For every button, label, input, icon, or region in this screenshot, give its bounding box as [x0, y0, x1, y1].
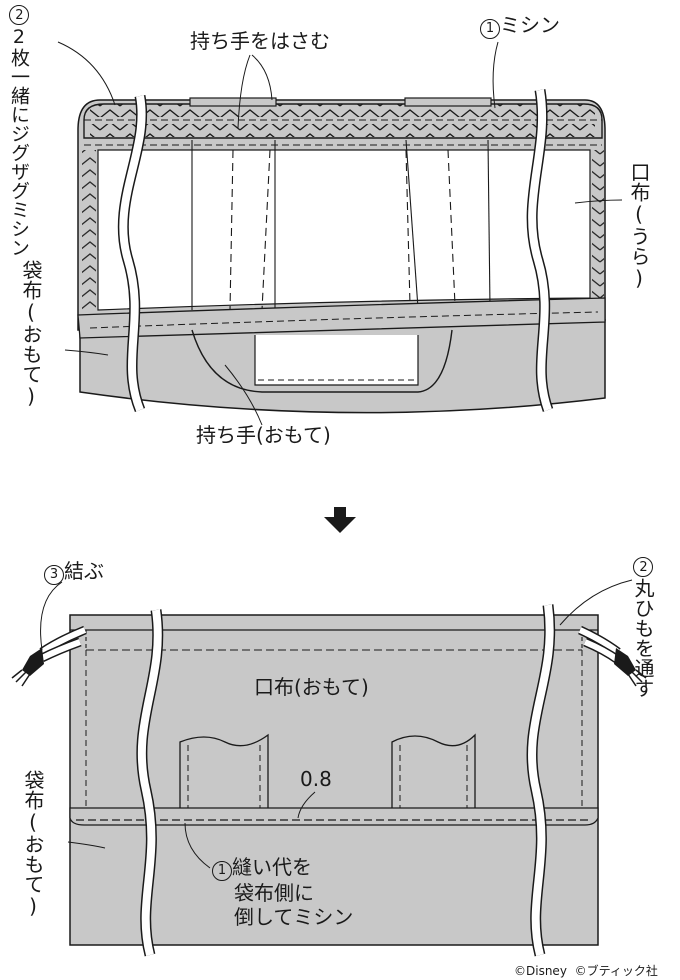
label-bag-fabric-bottom: 袋布(おもて) [21, 770, 45, 918]
label-lining-back: 口布(うら) [627, 162, 651, 290]
label-step2-cord: 2丸ひもを通す [631, 556, 655, 698]
label-seam-width: 0.8 [300, 767, 332, 791]
handle-tab-left [189, 97, 277, 107]
zigzag-top [90, 104, 595, 117]
step-number-1: 1 [480, 19, 500, 39]
credit-boutique: ©ブティック社 [574, 964, 658, 978]
top-inner-opening [97, 149, 591, 311]
label-handle-front: 持ち手(おもて) [196, 423, 331, 447]
credit-disney: ©Disney [514, 964, 567, 978]
seam-band [69, 807, 599, 826]
bottom-leaders [40, 579, 633, 869]
step-number-1b: 1 [212, 861, 232, 881]
handle-guides [191, 139, 491, 311]
down-arrow [324, 507, 356, 533]
step-number-2b: 2 [633, 557, 653, 577]
zigzag-top-2 [90, 124, 595, 137]
handle-tab-right [404, 97, 492, 107]
label-bag-fabric-top: 袋布(おもて) [19, 260, 43, 408]
label-handle-insert: 持ち手をはさむ [190, 29, 330, 53]
label-mouth-fabric-front: 口布(おもて) [254, 675, 369, 699]
zigzag-right [592, 150, 604, 300]
label-step2-zigzag: 22枚一緒にジグザグミシン [8, 4, 30, 257]
handle-window-left [179, 733, 269, 816]
handle-window-right [391, 733, 476, 816]
bottom-figure [11, 579, 647, 957]
handle-loop [191, 329, 453, 393]
top-hem-band [77, 297, 606, 339]
zigzag-left [82, 150, 96, 310]
cord-knot-left [11, 625, 87, 687]
step-number-2: 2 [8, 5, 29, 25]
credit-line: ©Disney ©ブティック社 [514, 962, 658, 979]
cord-knot-right [578, 625, 647, 687]
step-number-3: 3 [44, 565, 64, 585]
top-leaders [57, 41, 623, 426]
top-figure [57, 41, 623, 426]
